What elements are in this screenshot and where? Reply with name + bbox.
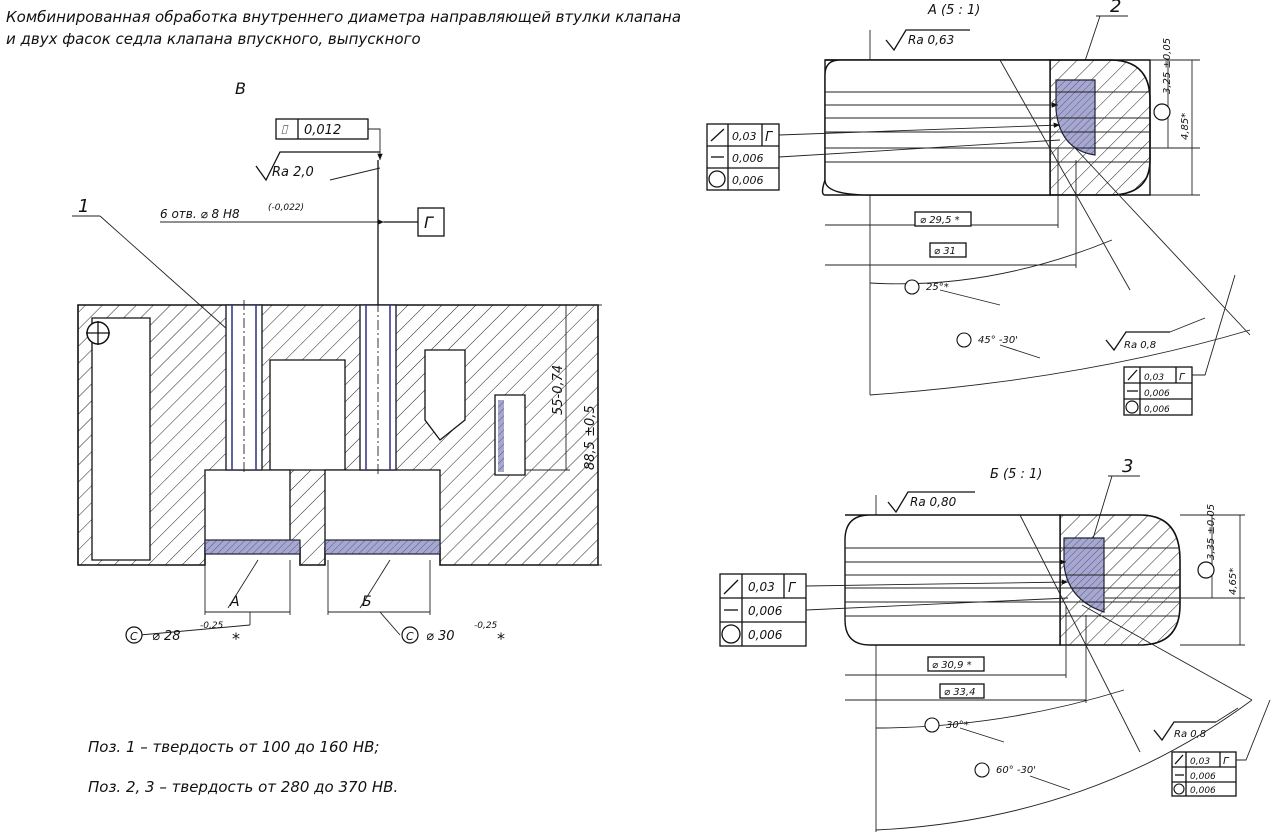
- dia-30-tol: -0,25: [474, 621, 498, 631]
- detail-b: Б (5 : 1) 3 Ra 0,80 0,03 Г 0,006: [719, 456, 1271, 832]
- detail-b-roughness-chamfer: Ra 0,8: [1174, 729, 1206, 740]
- detail-a: А (5 : 1) 2 Ra 0,63: [706, 0, 1251, 416]
- control-mark-a: С: [130, 630, 138, 643]
- detail-a-roughness-chamfer: Ra 0,8: [1124, 340, 1156, 351]
- detail-a-left-straightness: 0,006: [732, 152, 764, 165]
- control-mark-b: С: [406, 630, 414, 643]
- detail-b-left-roundness: 0,006: [748, 628, 783, 642]
- valve-seat-b: [324, 539, 441, 555]
- detail-a-roughness-top: Ra 0,63: [908, 33, 954, 47]
- dim-88: 88,5 ±0,5: [583, 304, 602, 566]
- flatness-symbol: ⌷: [280, 123, 289, 138]
- detail-a-dia-inner: ⌀ 29,5 *: [920, 215, 960, 226]
- detail-a-h2: 4,85*: [1180, 113, 1191, 140]
- dim-55-label: 55-0,74: [551, 365, 566, 415]
- detail-a-label: А (5 : 1): [927, 3, 980, 18]
- detail-b-roughness-top: Ra 0,80: [910, 495, 957, 509]
- detail-a-right-straightness: 0,006: [1144, 389, 1170, 399]
- detail-b-right-straightness: 0,006: [1190, 772, 1216, 782]
- dia-28-star: *: [232, 629, 240, 648]
- valve-seat-a: [204, 539, 301, 555]
- detail-b-pos: 3: [1122, 456, 1133, 477]
- detail-a-frame-left: 0,03 Г 0,006 0,006: [706, 122, 1061, 191]
- flatness-value: 0,012: [304, 123, 341, 138]
- detail-b-frame-left: 0,03 Г 0,006 0,006: [719, 573, 1069, 647]
- roughness-ra-2: Ra 2,0: [255, 151, 381, 182]
- detail-b-right-runout: 0,03: [1190, 757, 1210, 767]
- detail-a-seat: [1055, 79, 1096, 156]
- detail-b-left-datum: Г: [788, 581, 797, 596]
- main-section-view: В ⌷ 0,012 Ra 2,0 6 отв. ⌀ 8 H8 (-0,022) …: [72, 79, 602, 648]
- detail-b-label: Б (5 : 1): [990, 467, 1042, 482]
- view-label-b: В: [235, 79, 246, 98]
- section-b-dim: Б С ⌀ 30 -0,25 *: [327, 559, 505, 648]
- pos-1-label: 1: [78, 196, 89, 217]
- dia-30-star: *: [497, 629, 505, 648]
- detail-b-h2: 4,65*: [1228, 568, 1239, 595]
- holes-tolerance: (-0,022): [268, 203, 304, 213]
- detail-b-angle-2: 60° -30': [996, 765, 1036, 776]
- roughness-ra-2-label: Ra 2,0: [272, 165, 314, 180]
- section-b-label: Б: [362, 594, 372, 610]
- detail-a-pos: 2: [1110, 0, 1121, 17]
- detail-b-dia-inner: ⌀ 30,9 *: [932, 660, 972, 671]
- datum-g: Г: [384, 207, 445, 237]
- detail-a-right-datum: Г: [1179, 372, 1186, 383]
- flatness-frame: ⌷ 0,012: [275, 118, 383, 160]
- detail-a-right-runout: 0,03: [1144, 373, 1164, 383]
- note-1: Поз. 1 – твердость от 100 до 160 НВ;: [88, 738, 379, 756]
- detail-a-dia-outer: ⌀ 31: [934, 246, 956, 257]
- detail-b-right-datum: Г: [1223, 756, 1230, 767]
- bolt-symbol: [86, 321, 110, 345]
- detail-b-dia-outer: ⌀ 33,4: [944, 687, 975, 698]
- detail-b-right-roundness: 0,006: [1190, 786, 1216, 796]
- title-line-2: и двух фасок седла клапана впускного, вы…: [6, 30, 421, 48]
- note-2: Поз. 2, 3 – твердость от 280 до 370 НВ.: [88, 778, 398, 796]
- valve-guide-1: [225, 300, 263, 475]
- detail-a-angle-2: 45° -30': [978, 335, 1018, 346]
- datum-g-label: Г: [424, 213, 434, 232]
- detail-b-frame-right: 0,03 Г 0,006 0,006: [1171, 699, 1271, 797]
- dia-30: ⌀ 30: [426, 629, 455, 644]
- detail-b-left-straightness: 0,006: [748, 604, 783, 618]
- detail-a-left-datum: Г: [765, 130, 774, 145]
- detail-b-angle-1: 30°*: [946, 720, 969, 731]
- dia-28-tol: -0,25: [200, 621, 224, 631]
- dim-88-label: 88,5 ±0,5: [583, 405, 598, 470]
- detail-a-h1: 3,25 ±0,05: [1162, 38, 1173, 94]
- section-a-dim: А С ⌀ 28 -0,25 *: [125, 559, 291, 648]
- detail-a-right-roundness: 0,006: [1144, 405, 1170, 415]
- dia-28: ⌀ 28: [152, 629, 181, 644]
- detail-a-left-roundness: 0,006: [732, 174, 764, 187]
- section-a-label: А: [229, 594, 240, 610]
- detail-b-h1: 3,35 ±0,05: [1206, 504, 1217, 560]
- detail-a-frame-right: 0,03 Г 0,006 0,006: [1123, 274, 1236, 416]
- dim-55: 55-0,74: [525, 304, 598, 471]
- holes-note: 6 отв. ⌀ 8 H8: [160, 207, 240, 221]
- detail-b-left-runout: 0,03: [748, 580, 775, 594]
- valve-guide-2: [359, 160, 397, 475]
- detail-a-angle-1: 25°*: [926, 282, 949, 293]
- title-line-1: Комбинированная обработка внутреннего ди…: [6, 8, 681, 26]
- detail-a-left-runout: 0,03: [732, 130, 757, 143]
